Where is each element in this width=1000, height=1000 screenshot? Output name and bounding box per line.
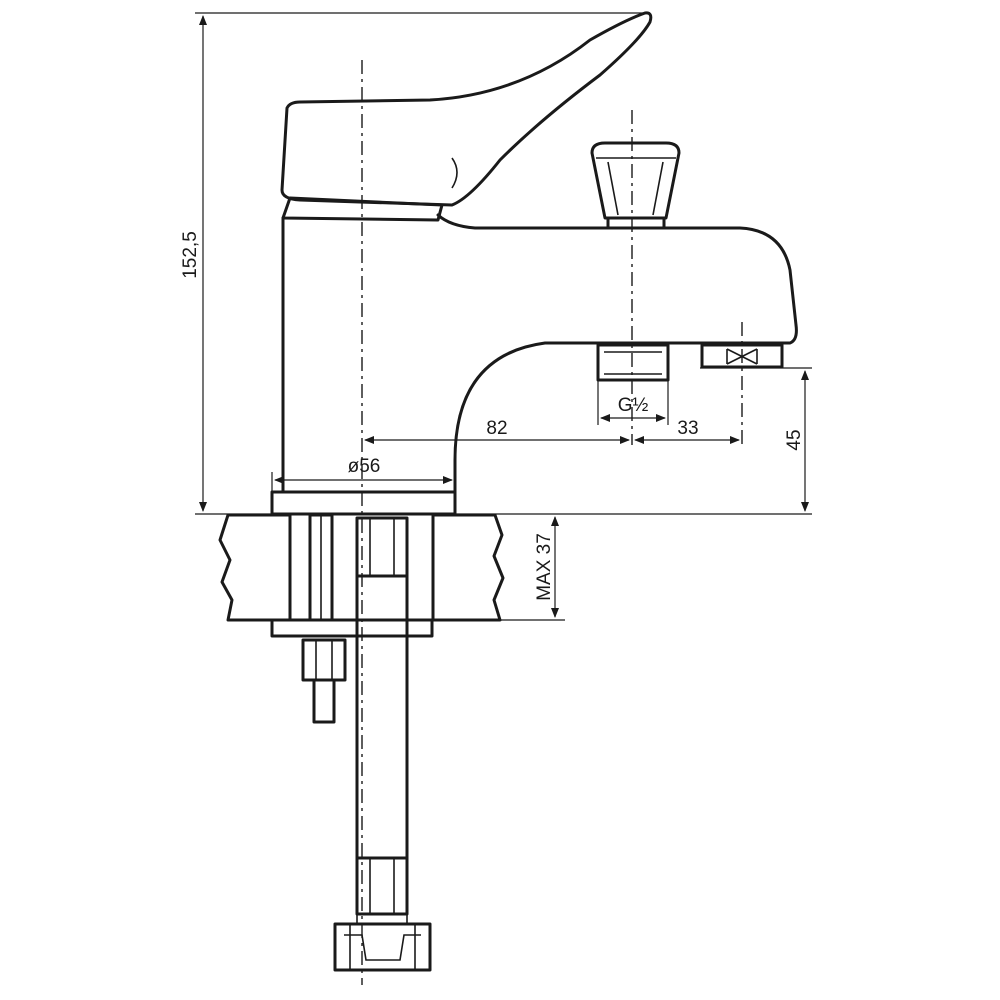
mounting-stud [301, 513, 347, 724]
stud-nut [301, 638, 347, 682]
total-height-label: 152,5 [180, 231, 201, 279]
hose-crimp [355, 856, 409, 916]
hose-fitting-top [355, 516, 409, 578]
lever-handle [280, 11, 653, 207]
centre-lines [361, 60, 743, 985]
countertop-section [195, 513, 812, 622]
mounting-plate [270, 618, 434, 638]
spout-height-label: 45 [784, 429, 805, 450]
shower-outlet-thread [596, 343, 670, 382]
outlet-offset-label: 33 [677, 418, 698, 439]
countertop-right [431, 513, 505, 622]
lever-pivot [451, 157, 458, 189]
cartridge-collar [281, 196, 444, 222]
spout-reach-label: 82 [486, 418, 507, 439]
diverter-stem [606, 216, 666, 230]
faucet-body [270, 11, 798, 638]
base-escutcheon [270, 490, 457, 516]
dimension-lines [195, 12, 812, 618]
hose-nut [333, 922, 432, 972]
aerator [700, 343, 784, 369]
mount-diameter-label: ø56 [348, 456, 381, 477]
spout-outlets [596, 343, 784, 382]
max-deck-thickness-label: MAX 37 [534, 533, 555, 601]
body-shell [281, 213, 798, 494]
diverter-cap [590, 141, 681, 220]
countertop-left [218, 513, 292, 622]
dimension-labels: 152,5 45 ø56 82 33 G½ MAX 37 [180, 231, 805, 601]
diverter-knob [590, 141, 681, 230]
thread-label: G½ [618, 395, 649, 416]
hose-braid [355, 574, 409, 860]
supply-hose [333, 516, 432, 972]
